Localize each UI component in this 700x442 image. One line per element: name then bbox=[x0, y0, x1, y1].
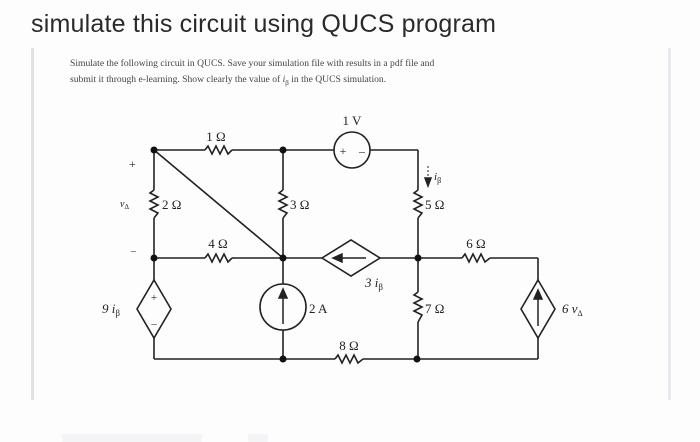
instructions-line-2: submit it through e-learning. Show clear… bbox=[70, 72, 630, 91]
circuit-wires bbox=[136, 131, 556, 365]
problem-instructions: Simulate the following circuit in QUCS. … bbox=[70, 56, 630, 91]
resistor-8-ohm bbox=[334, 353, 364, 365]
i-beta-variable: i bbox=[282, 74, 286, 85]
instructions-text: submit it through e-learning. Show clear… bbox=[70, 74, 283, 85]
label-i-beta: iβ bbox=[434, 171, 441, 185]
instructions-text-end: in the QUCS simulation. bbox=[288, 74, 387, 85]
faded-footer-text bbox=[62, 434, 202, 442]
vsrc-minus: – bbox=[358, 144, 366, 158]
label-2a: 2 A bbox=[309, 301, 328, 316]
label-6-ohm: 6 Ω bbox=[466, 236, 485, 251]
label-3-ohm: 3 Ω bbox=[290, 197, 309, 212]
vsrc-plus: + bbox=[340, 144, 347, 158]
quoted-problem-block bbox=[31, 48, 671, 400]
question-title: simulate this circuit using QUCS program bbox=[31, 10, 497, 38]
resistor-7-ohm bbox=[412, 291, 424, 323]
resistor-3-ohm bbox=[277, 189, 289, 219]
dep-source-plus: + bbox=[151, 292, 157, 304]
label-9-ib: 9 iβ bbox=[102, 301, 120, 318]
label-4-ohm: 4 Ω bbox=[208, 236, 227, 251]
label-1-ohm: 1 Ω bbox=[206, 129, 225, 144]
instructions-line-1: Simulate the following circuit in QUCS. … bbox=[70, 58, 435, 69]
label-minus: – bbox=[130, 246, 137, 257]
resistor-4-ohm bbox=[204, 252, 233, 264]
faded-footer-text bbox=[248, 434, 268, 442]
label-7-ohm: 7 Ω bbox=[425, 301, 444, 316]
label-v-delta: vΔ bbox=[120, 199, 129, 211]
resistor-5-ohm bbox=[412, 189, 424, 219]
label-3-ib: 3 iβ bbox=[364, 275, 383, 292]
circuit-nodes bbox=[150, 146, 422, 363]
label-8-ohm: 8 Ω bbox=[339, 338, 358, 353]
dep-source-minus: – bbox=[150, 318, 157, 330]
label-5-ohm: 5 Ω bbox=[425, 197, 444, 212]
resistor-2-ohm bbox=[148, 189, 160, 219]
label-plus: + bbox=[129, 157, 136, 171]
label-2-ohm: 2 Ω bbox=[162, 197, 181, 212]
resistor-6-ohm bbox=[461, 252, 491, 264]
label-1v: 1 V bbox=[343, 113, 363, 128]
beta-subscript: β bbox=[285, 78, 289, 87]
resistor-1-ohm bbox=[204, 144, 233, 156]
label-6-v-delta: 6 vΔ bbox=[562, 301, 583, 318]
